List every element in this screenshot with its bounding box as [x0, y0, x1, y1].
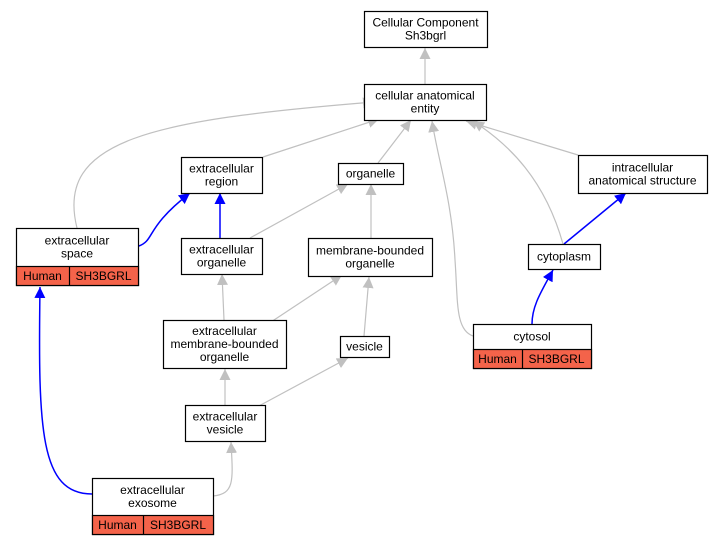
annotation-gene: SH3BGRL — [528, 352, 584, 366]
node-box — [180, 156, 264, 195]
annotation-bar — [91, 514, 215, 536]
node-label-line: extracellular — [192, 324, 257, 338]
annotation-bar — [15, 265, 140, 287]
node-cytoplasm[interactable]: cytoplasm — [527, 243, 602, 271]
node-box — [577, 154, 709, 195]
node-label-line: intracellular — [612, 161, 673, 175]
annotation-gene: SH3BGRL — [75, 269, 131, 283]
node-label-line: organelle — [345, 257, 395, 271]
node-label-line: cytosol — [513, 330, 550, 344]
node-label-line: membrane-bounded — [170, 337, 278, 351]
node-label-line: extracellular — [120, 483, 185, 497]
edge-ias-to-cae — [465, 118, 579, 156]
edge-eco-to-organelle — [249, 183, 349, 239]
node-organelle[interactable]: organelle — [337, 162, 405, 186]
edge-exosome-to-ecv — [212, 441, 238, 497]
node-label-line: organelle — [200, 350, 250, 364]
node-label-line: Sh3bgrl — [405, 29, 446, 43]
annotation-species: Human — [478, 352, 517, 366]
annotation-species: Human — [23, 269, 62, 283]
annotation-gene: SH3BGRL — [150, 518, 206, 532]
node-box — [180, 237, 264, 276]
node-label-line: cellular anatomical — [375, 89, 474, 103]
edge-cytosol-to-cytoplasm — [531, 269, 554, 325]
node-box — [337, 162, 405, 186]
node-box — [339, 335, 391, 359]
edge-ecmbo-to-eco — [216, 273, 228, 321]
node-label-line: extracellular — [45, 234, 110, 248]
node-label-line: region — [205, 175, 238, 189]
edge-cytosol-to-cae — [428, 120, 474, 337]
node-box — [527, 243, 602, 271]
node-box — [363, 10, 489, 49]
edge-cytoplasm-to-cae — [472, 120, 564, 245]
annotation-bar — [472, 348, 593, 370]
node-label-line: cytoplasm — [537, 250, 591, 264]
node-label-line: anatomical structure — [588, 174, 696, 188]
edges — [34, 48, 627, 497]
edge-ecs-to-ecr — [138, 192, 191, 247]
node-label-line: exosome — [128, 496, 177, 510]
edge-ecv-to-vesicle — [256, 357, 349, 408]
node-label-line: organelle — [346, 167, 396, 181]
node-label-line: vesicle — [207, 423, 244, 437]
edge-vesicle-to-mbo — [362, 276, 374, 337]
node-label-line: vesicle — [346, 340, 383, 354]
node-label-line: entity — [411, 102, 440, 116]
edge-exosome-to-ecs — [34, 286, 93, 495]
node-box — [307, 237, 434, 278]
node-label-line: extracellular — [189, 243, 254, 257]
node-label-line: extracellular — [189, 162, 254, 176]
edge-organelle-to-cae — [377, 119, 412, 164]
node-label-line: Cellular Component — [372, 16, 479, 30]
node-box — [162, 319, 288, 370]
node-box — [184, 404, 267, 443]
node-label-line: extracellular — [193, 410, 258, 424]
edge-ecmbo-to-mbo — [270, 274, 343, 323]
node-label-line: membrane-bounded — [316, 244, 424, 258]
edge-ecs-to-cae — [73, 97, 375, 229]
node-label-line: organelle — [197, 256, 247, 270]
annotation-species: Human — [98, 518, 137, 532]
edge-ecr-to-cae — [262, 117, 380, 158]
node-vesicle[interactable]: vesicle — [339, 335, 391, 359]
node-box — [363, 83, 488, 122]
edge-cytoplasm-to-ias — [563, 192, 627, 245]
node-label-line: space — [61, 247, 93, 261]
